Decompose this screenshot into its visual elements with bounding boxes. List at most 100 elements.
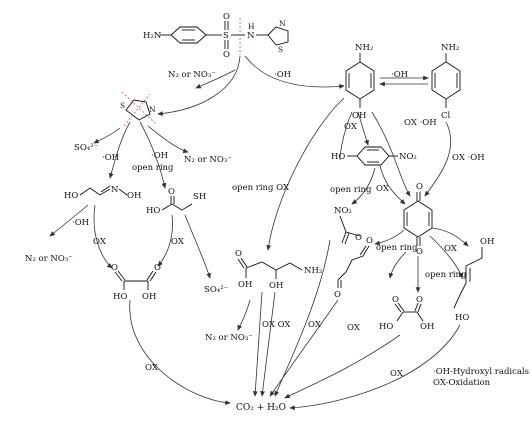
svg-text:S: S [223, 31, 229, 41]
reaction-arrow-96 [260, 291, 276, 397]
svg-text:N: N [149, 105, 156, 114]
bond-line-60 [337, 245, 370, 281]
benzoquinone-structure: O O [403, 182, 433, 257]
bond-line-42 [161, 203, 193, 211]
co2-h2o-product: CO₂ + H₂O [236, 403, 286, 413]
legend: ·OH-Hydroxyl radicals OX-Oxidation [433, 367, 529, 388]
svg-text:O: O [223, 50, 230, 60]
bond-line-45 [114, 271, 123, 282]
bond-line-18 [345, 61, 375, 100]
reaction-arrows [49, 55, 469, 411]
svg-text:O: O [392, 295, 399, 305]
bond-line-49 [146, 270, 154, 281]
bond-line-69 [396, 311, 404, 322]
svg-text:O: O [223, 12, 230, 22]
oxalic-acid-left-structure: O O HO OH [111, 263, 161, 302]
bond-line-23 [431, 61, 461, 100]
oxalic-acid-right-structure: O O HO OH [379, 295, 434, 332]
label-ox-right-low: OX [390, 369, 404, 379]
svg-text:OH: OH [480, 237, 494, 247]
amino-acid-structure: O OH OH NH₂ [235, 249, 322, 291]
label-ox-nitro: OX [308, 320, 322, 330]
bond-line-71 [453, 247, 483, 309]
reaction-arrow-95 [252, 291, 263, 397]
svg-text:NH₂: NH₂ [441, 43, 459, 53]
svg-text:O: O [416, 182, 423, 192]
aminophenol-structure: NH₂ OH [345, 43, 375, 121]
reaction-arrow-74 [195, 69, 236, 89]
svg-text:HO: HO [379, 322, 393, 332]
label-ox-thioacid: OX [171, 237, 185, 247]
thioacid-structure: HO O SH [146, 187, 206, 216]
bond-line-61 [359, 245, 367, 256]
reaction-arrow-103 [429, 235, 464, 279]
label-oh-cycle: ·OH [391, 70, 408, 80]
svg-text:HO: HO [455, 313, 469, 323]
label-ox-under-ap: OX [344, 122, 358, 132]
label-ox-bq: OX [444, 244, 458, 254]
svg-text:OH: OH [420, 322, 434, 332]
reaction-arrow-73 [157, 55, 241, 116]
svg-text:N: N [111, 185, 119, 195]
nitro-acetone-structure: NO₂ O [334, 206, 362, 245]
bond-line-52 [237, 258, 245, 269]
label-ox-center: OX [145, 363, 159, 373]
nitrophenol-structure: HO NO₂ [331, 146, 417, 166]
label-open-ring-bq: open ring [376, 243, 418, 253]
bond-line-59 [344, 232, 350, 245]
legend-oxidation: OX-Oxidation [433, 378, 491, 388]
reaction-arrow-83 [351, 167, 376, 205]
dialdehyde-structure: O O [334, 236, 373, 300]
svg-text:N: N [279, 19, 286, 28]
svg-text:S: S [120, 101, 125, 110]
svg-text:OH: OH [142, 292, 156, 302]
bond-line-41 [118, 188, 128, 196]
svg-text:S: S [278, 45, 283, 54]
svg-text:O: O [366, 236, 373, 246]
reaction-arrow-82 [379, 165, 406, 205]
label-oh-main: ·OH [274, 70, 291, 80]
oxime-structure: HO N OH [64, 185, 141, 201]
reaction-arrow-90 [93, 204, 113, 269]
bond-line-40 [100, 185, 111, 193]
svg-text:OH: OH [127, 191, 141, 201]
thiazole-structure: S N [120, 91, 157, 127]
reaction-arrow-97 [269, 299, 339, 397]
reaction-arrow-79 [357, 111, 369, 146]
svg-text:OH: OH [238, 280, 252, 290]
reaction-arrow-88 [147, 125, 189, 154]
bond-line-65 [397, 302, 405, 312]
label-oh-thz-right: ·OH [151, 151, 168, 161]
svg-text:Cl: Cl [441, 111, 451, 121]
reaction-arrow-89 [49, 204, 89, 237]
bond-line-53 [240, 257, 248, 268]
bond-line-58 [341, 231, 347, 244]
reaction-arrow-85 [108, 121, 131, 179]
bond-line-16 [123, 93, 151, 127]
label-ox-oh-cl: OX ·OH [404, 118, 437, 128]
so4-product-2: SO₄²⁻ [204, 285, 228, 295]
svg-text:HO: HO [146, 206, 160, 216]
bond-line-34 [403, 200, 433, 238]
bond-line-46 [117, 270, 126, 281]
bond-line-39 [79, 187, 111, 196]
label-oh-oxime: ·OH [72, 218, 89, 228]
label-open-ring-bq2: open ring [425, 270, 467, 280]
n2-no3-product-3: N₂ or NO₃⁻ [25, 254, 73, 264]
svg-text:O: O [334, 290, 341, 300]
reaction-arrow-98 [274, 239, 331, 397]
so4-product-1: SO₄²⁻ [74, 143, 98, 153]
reaction-arrow-87 [93, 127, 121, 144]
sulfathiazole-structure: H₂N S O O H N N S [143, 12, 289, 60]
label-oh-thz-left: ·OH [102, 153, 119, 163]
svg-text:H₂N: H₂N [143, 31, 162, 41]
reaction-arrow-100 [289, 324, 461, 411]
svg-text:SH: SH [193, 192, 206, 202]
label-ox-oxalic-left: OX [347, 323, 361, 333]
reaction-arrow-81 [424, 121, 452, 197]
bond-line-67 [417, 303, 422, 313]
reaction-arrow-84 [266, 97, 345, 251]
label-open-ring-ox-left: open ring OX [232, 183, 290, 193]
reaction-arrow-93 [129, 299, 231, 406]
